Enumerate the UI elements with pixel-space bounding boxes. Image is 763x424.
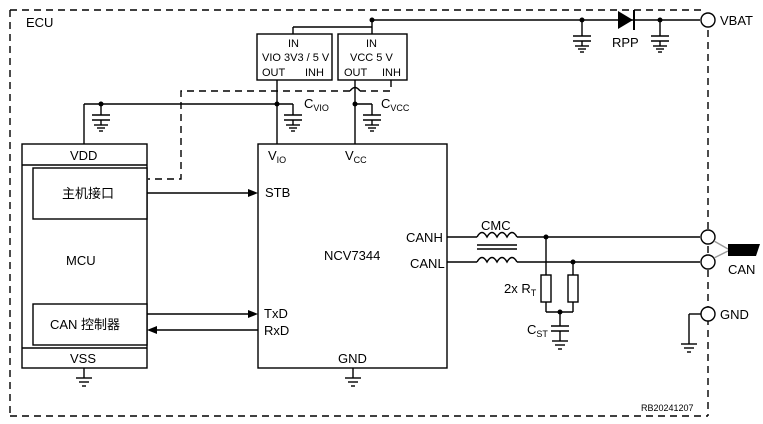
vcc-reg-out: OUT (344, 67, 368, 79)
canl-terminal (700, 254, 716, 270)
reference-code: RB20241207 (641, 403, 694, 413)
can-connector (700, 229, 760, 270)
can-cable-icon (728, 244, 760, 256)
vbat-cap-1-icon (573, 20, 591, 53)
transceiver-gnd-pin: GND (338, 351, 367, 366)
canh-terminal (700, 229, 716, 245)
cst-label: CST (527, 322, 548, 339)
mcu-vdd-label: VDD (70, 148, 97, 163)
mcu-can-controller-label: CAN 控制器 (50, 317, 120, 332)
rxd-arrow-icon (147, 326, 157, 334)
cst-cap-icon (551, 312, 569, 350)
transceiver-vio-pin: VIO (268, 148, 286, 165)
transceiver-rxd-pin: RxD (264, 323, 289, 338)
transceiver-vcc-pin: VCC (345, 148, 367, 165)
vcc-reg-in: IN (366, 38, 377, 50)
stb-signal (147, 189, 258, 197)
vcc-reg-name: VCC 5 V (350, 52, 393, 64)
vio-reg-out: OUT (262, 67, 286, 79)
mcu-name-label: MCU (66, 253, 96, 268)
vio-regulator: IN VIO 3V3 / 5 V OUT INH (256, 20, 373, 81)
ncv7344-transceiver (257, 143, 448, 369)
vbat-cap-2-icon (651, 20, 669, 53)
transceiver-ground-icon (345, 368, 361, 387)
transceiver-canh-pin: CANH (406, 230, 443, 245)
mcu-host-interface-label: 主机接口 (62, 186, 114, 201)
cvio-label: CVIO (304, 96, 329, 113)
mcu-vss-label: VSS (70, 351, 96, 366)
transceiver-name: NCV7344 (324, 248, 380, 263)
termination-resistors (540, 237, 579, 315)
txd-signal (147, 310, 258, 318)
ecu-boundary (9, 9, 709, 417)
gnd-label: GND (720, 307, 749, 322)
vcc-supply-rail (352, 80, 372, 144)
rt-resistor-2-icon (567, 274, 579, 303)
vbat-supply (369, 12, 716, 28)
ecu-label: ECU (26, 15, 53, 30)
vcc-regulator: IN VCC 5 V OUT INH (337, 33, 408, 81)
txd-arrow-icon (248, 310, 258, 318)
rpp-label: RPP (612, 35, 639, 50)
mcu-ground-icon (76, 368, 92, 387)
transceiver-stb-pin: STB (265, 185, 290, 200)
vio-reg-in: IN (288, 38, 299, 50)
external-gnd (681, 306, 716, 353)
cvio-cap-icon (284, 104, 302, 132)
rt-resistor-1-icon (540, 274, 552, 303)
cmc-label: CMC (481, 218, 511, 233)
transceiver-txd-pin: TxD (264, 306, 288, 321)
can-label: CAN (728, 262, 755, 277)
can-bus (447, 234, 700, 265)
vio-supply-rail (83, 80, 293, 144)
vio-reg-name: VIO 3V3 / 5 V (262, 52, 330, 64)
rpp-diode-icon (618, 10, 635, 30)
rxd-signal (147, 326, 258, 334)
rt-label: 2x RT (504, 281, 537, 298)
gnd-terminal (700, 306, 716, 322)
cvcc-label: CVCC (381, 96, 410, 113)
mcu-vdd-cap-icon (92, 104, 110, 132)
cmc-choke-icon (476, 231, 518, 264)
transceiver-canl-pin: CANL (410, 256, 445, 271)
cvcc-cap-icon (363, 104, 381, 132)
stb-arrow-icon (248, 189, 258, 197)
vio-reg-inh: INH (305, 67, 324, 79)
vbat-label: VBAT (720, 13, 753, 28)
mcu-block (21, 143, 148, 369)
vbat-terminal (700, 12, 716, 28)
vcc-reg-inh: INH (382, 67, 401, 79)
